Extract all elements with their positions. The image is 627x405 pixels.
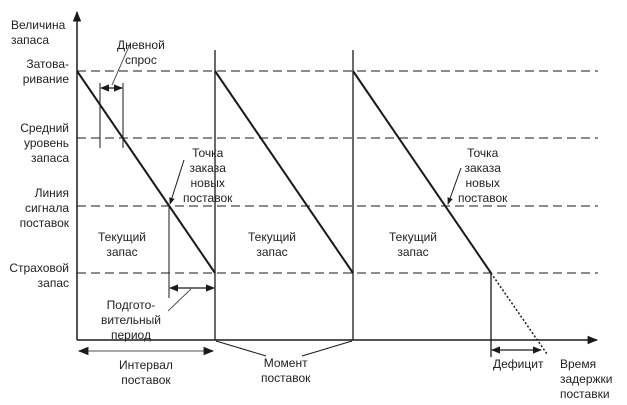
label-line: Момент: [263, 356, 308, 370]
reorder-point-label-1: Точка заказа новых поставок: [183, 146, 232, 206]
label-line: поставок: [261, 371, 311, 385]
label-line: сигнала: [24, 201, 69, 215]
label-line: Дефицит: [493, 357, 544, 371]
label-line: поставок: [458, 191, 508, 205]
label-line: запас: [37, 276, 69, 290]
label-line: заказа: [189, 161, 226, 175]
label-line: поставок: [121, 373, 171, 387]
lead-time-label: Подгото- вительный период: [101, 298, 161, 343]
label-line: поставок: [19, 216, 69, 230]
label-line: Текущий: [248, 230, 296, 244]
y-axis-label-line: Величина: [11, 18, 66, 32]
overstock-label: Затова- ривание: [23, 57, 69, 87]
delivery-moment-label: Момент поставок: [261, 356, 310, 386]
level-lines: [77, 70, 598, 274]
label-line: запас: [106, 245, 138, 259]
reorder-point-label-2: Точка заказа новых поставок: [458, 146, 507, 206]
label-line: поставок: [183, 191, 233, 205]
average-level-label: Средний уровень запаса: [20, 121, 69, 166]
label-line: Текущий: [98, 230, 146, 244]
y-axis-label: Величина запаса: [11, 18, 65, 48]
label-line: Дневной: [117, 38, 165, 52]
current-stock-label-2: Текущий запас: [248, 230, 296, 260]
x-axis-label-line: Время: [560, 357, 597, 371]
label-line: Интервал: [119, 358, 173, 372]
label-line: Подгото-: [106, 298, 156, 312]
label-line: спрос: [124, 53, 157, 67]
x-axis-label-line: задержки: [560, 372, 613, 386]
daily-demand-label: Дневной спрос: [117, 38, 165, 68]
label-line: Текущий: [389, 230, 437, 244]
current-stock-label-1: Текущий запас: [98, 230, 146, 260]
label-line: вительный: [101, 313, 161, 327]
label-line: заказа: [464, 161, 501, 175]
deficit-continuation: [490, 272, 548, 355]
label-line: Страховой: [9, 261, 69, 275]
label-line: Точка: [192, 146, 224, 160]
reorder-pointer-2: [447, 167, 462, 205]
x-axis-label-line: поставки: [560, 387, 610, 401]
label-line: запас: [256, 245, 288, 259]
signal-line-label: Линия сигнала поставок: [20, 186, 69, 231]
label-line: Точка: [467, 146, 499, 160]
current-stock-label-3: Текущий запас: [389, 230, 437, 260]
label-line: Линия: [34, 186, 69, 200]
label-line: новых: [190, 176, 225, 190]
y-axis-label-line: запаса: [11, 33, 50, 47]
label-line: запаса: [30, 151, 69, 165]
label-line: Средний: [20, 121, 69, 135]
x-axis-label: Время задержки поставки: [560, 357, 613, 402]
label-line: ривание: [22, 72, 69, 86]
reorder-pointer-1: [169, 159, 185, 205]
label-line: новых: [465, 176, 500, 190]
label-line: период: [110, 328, 151, 342]
label-line: уровень: [23, 136, 69, 150]
deficit-label: Дефицит: [493, 357, 543, 372]
delivery-interval-label: Интервал поставок: [119, 358, 173, 388]
safety-stock-label: Страховой запас: [9, 261, 69, 291]
label-line: запас: [397, 245, 429, 259]
label-line: Затова-: [26, 57, 69, 71]
